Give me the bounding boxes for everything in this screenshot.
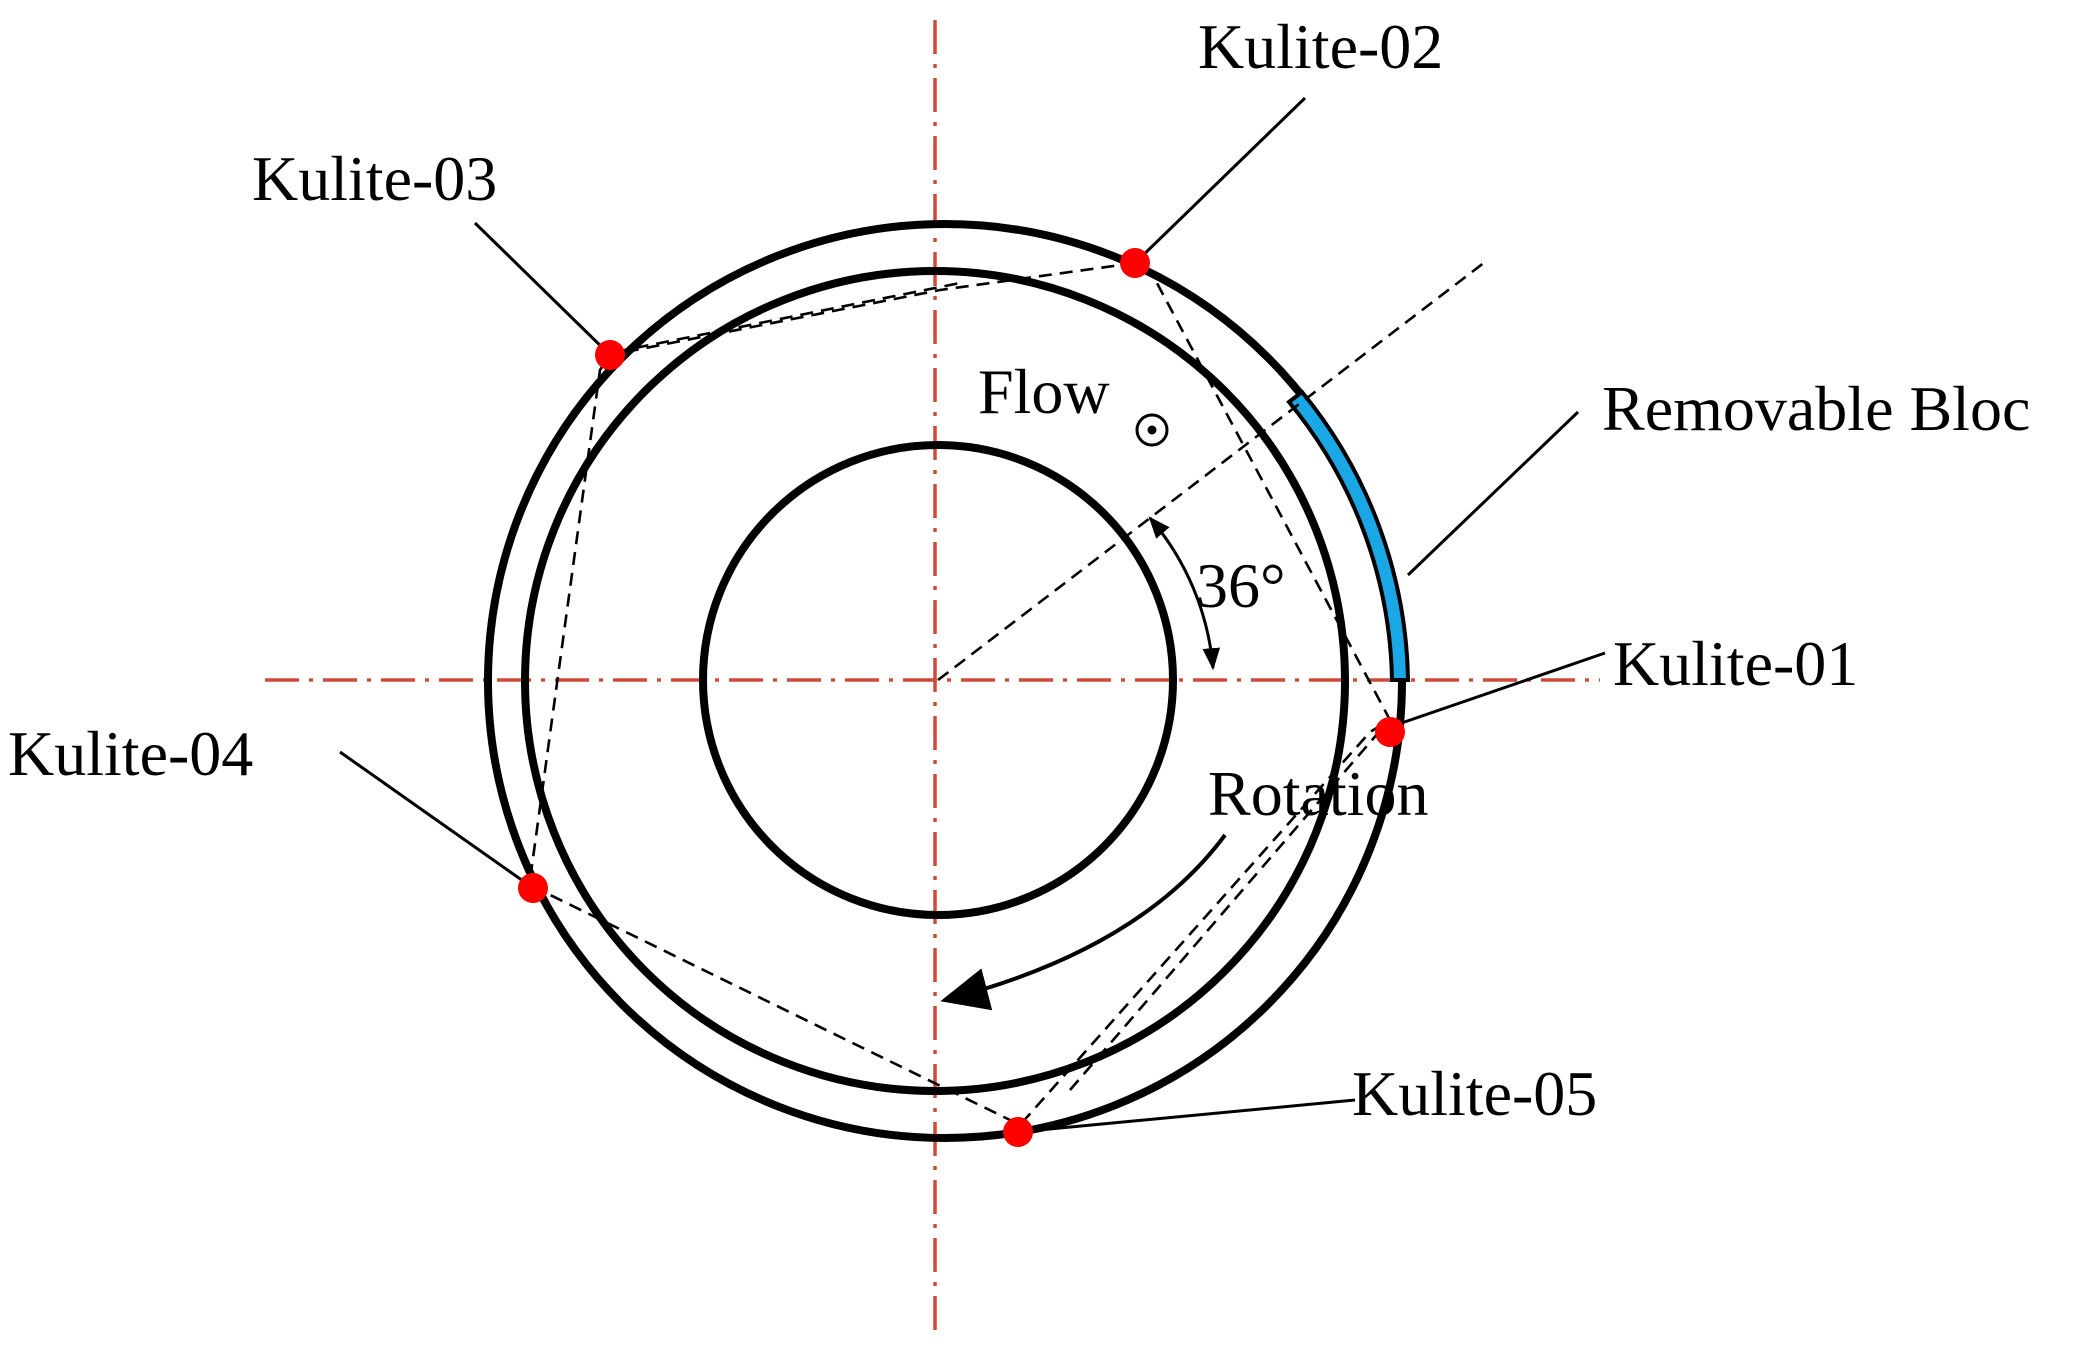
angle-reference-line [937, 260, 1486, 682]
dashed-sensor-pentagon [528, 261, 1392, 1127]
label-kulite-05: Kulite-05 [1352, 1058, 1597, 1129]
sensor-kulite-03 [595, 340, 625, 370]
label-flow: Flow [978, 356, 1110, 427]
label-kulite-02: Kulite-02 [1198, 11, 1443, 82]
flow-out-of-page-icon [1135, 413, 1169, 447]
sensor-kulite-05 [1003, 1117, 1033, 1147]
leader-kulite-01 [1389, 651, 1606, 729]
label-kulite-03: Kulite-03 [252, 143, 497, 214]
dashed-tangent-lower [1069, 724, 1386, 1091]
label-kulite-04: Kulite-04 [8, 718, 253, 789]
rotation-arrow [940, 833, 1227, 1011]
middle-blade-tip-ring [521, 267, 1349, 1095]
sensor-kulite-01 [1375, 717, 1405, 747]
leader-removable-bloc [1406, 410, 1580, 577]
leader-kulite-02 [1133, 96, 1307, 265]
angle-arc-36 [1148, 516, 1221, 671]
label-angle-36: 36° [1196, 550, 1286, 621]
label-rotation: Rotation [1208, 758, 1428, 829]
label-kulite-01: Kulite-01 [1613, 628, 1858, 699]
removable-bloc-segment [1286, 389, 1411, 682]
label-removable-bloc: Removable Bloc [1602, 373, 2030, 444]
leader-kulite-03 [473, 221, 612, 357]
sensor-kulite-04 [518, 873, 548, 903]
leader-kulite-05 [1017, 1098, 1356, 1134]
hub-ring [699, 441, 1177, 919]
leader-kulite-04 [339, 750, 534, 890]
sensor-kulite-02 [1120, 248, 1150, 278]
dashed-tangent-left [614, 280, 966, 354]
